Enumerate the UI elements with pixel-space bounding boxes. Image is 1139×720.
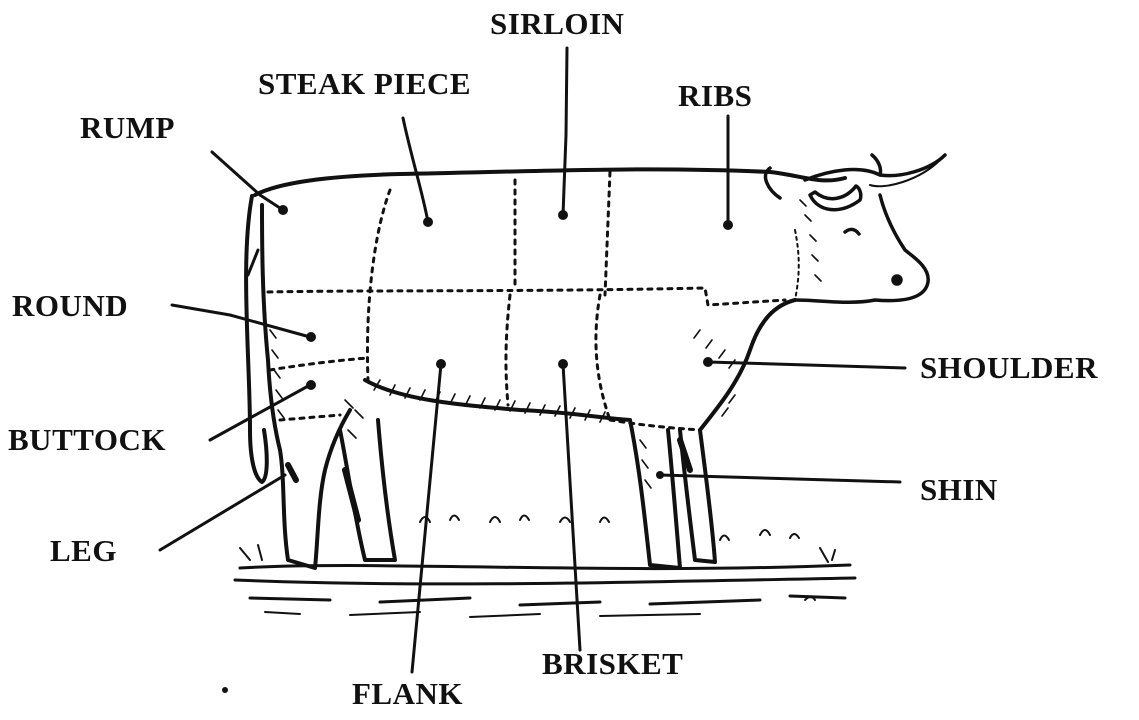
label-brisket: BRISKET <box>542 648 683 679</box>
label-rump: RUMP <box>80 112 175 143</box>
ground <box>235 516 855 618</box>
label-round: ROUND <box>12 290 128 321</box>
label-shin: SHIN <box>920 474 998 505</box>
label-shoulder: SHOULDER <box>920 352 1098 383</box>
label-leg: LEG <box>50 535 117 566</box>
cut-markers <box>222 205 733 693</box>
label-ribs: RIBS <box>678 80 752 111</box>
leg-shading <box>288 440 690 520</box>
shading <box>270 200 821 488</box>
label-buttock: BUTTOCK <box>8 424 166 455</box>
cow-body-outline <box>255 169 845 568</box>
cut-boundaries <box>268 172 785 430</box>
label-steak-piece: STEAK PIECE <box>258 68 471 99</box>
label-flank: FLANK <box>352 678 463 709</box>
label-sirloin: SIRLOIN <box>490 8 624 39</box>
